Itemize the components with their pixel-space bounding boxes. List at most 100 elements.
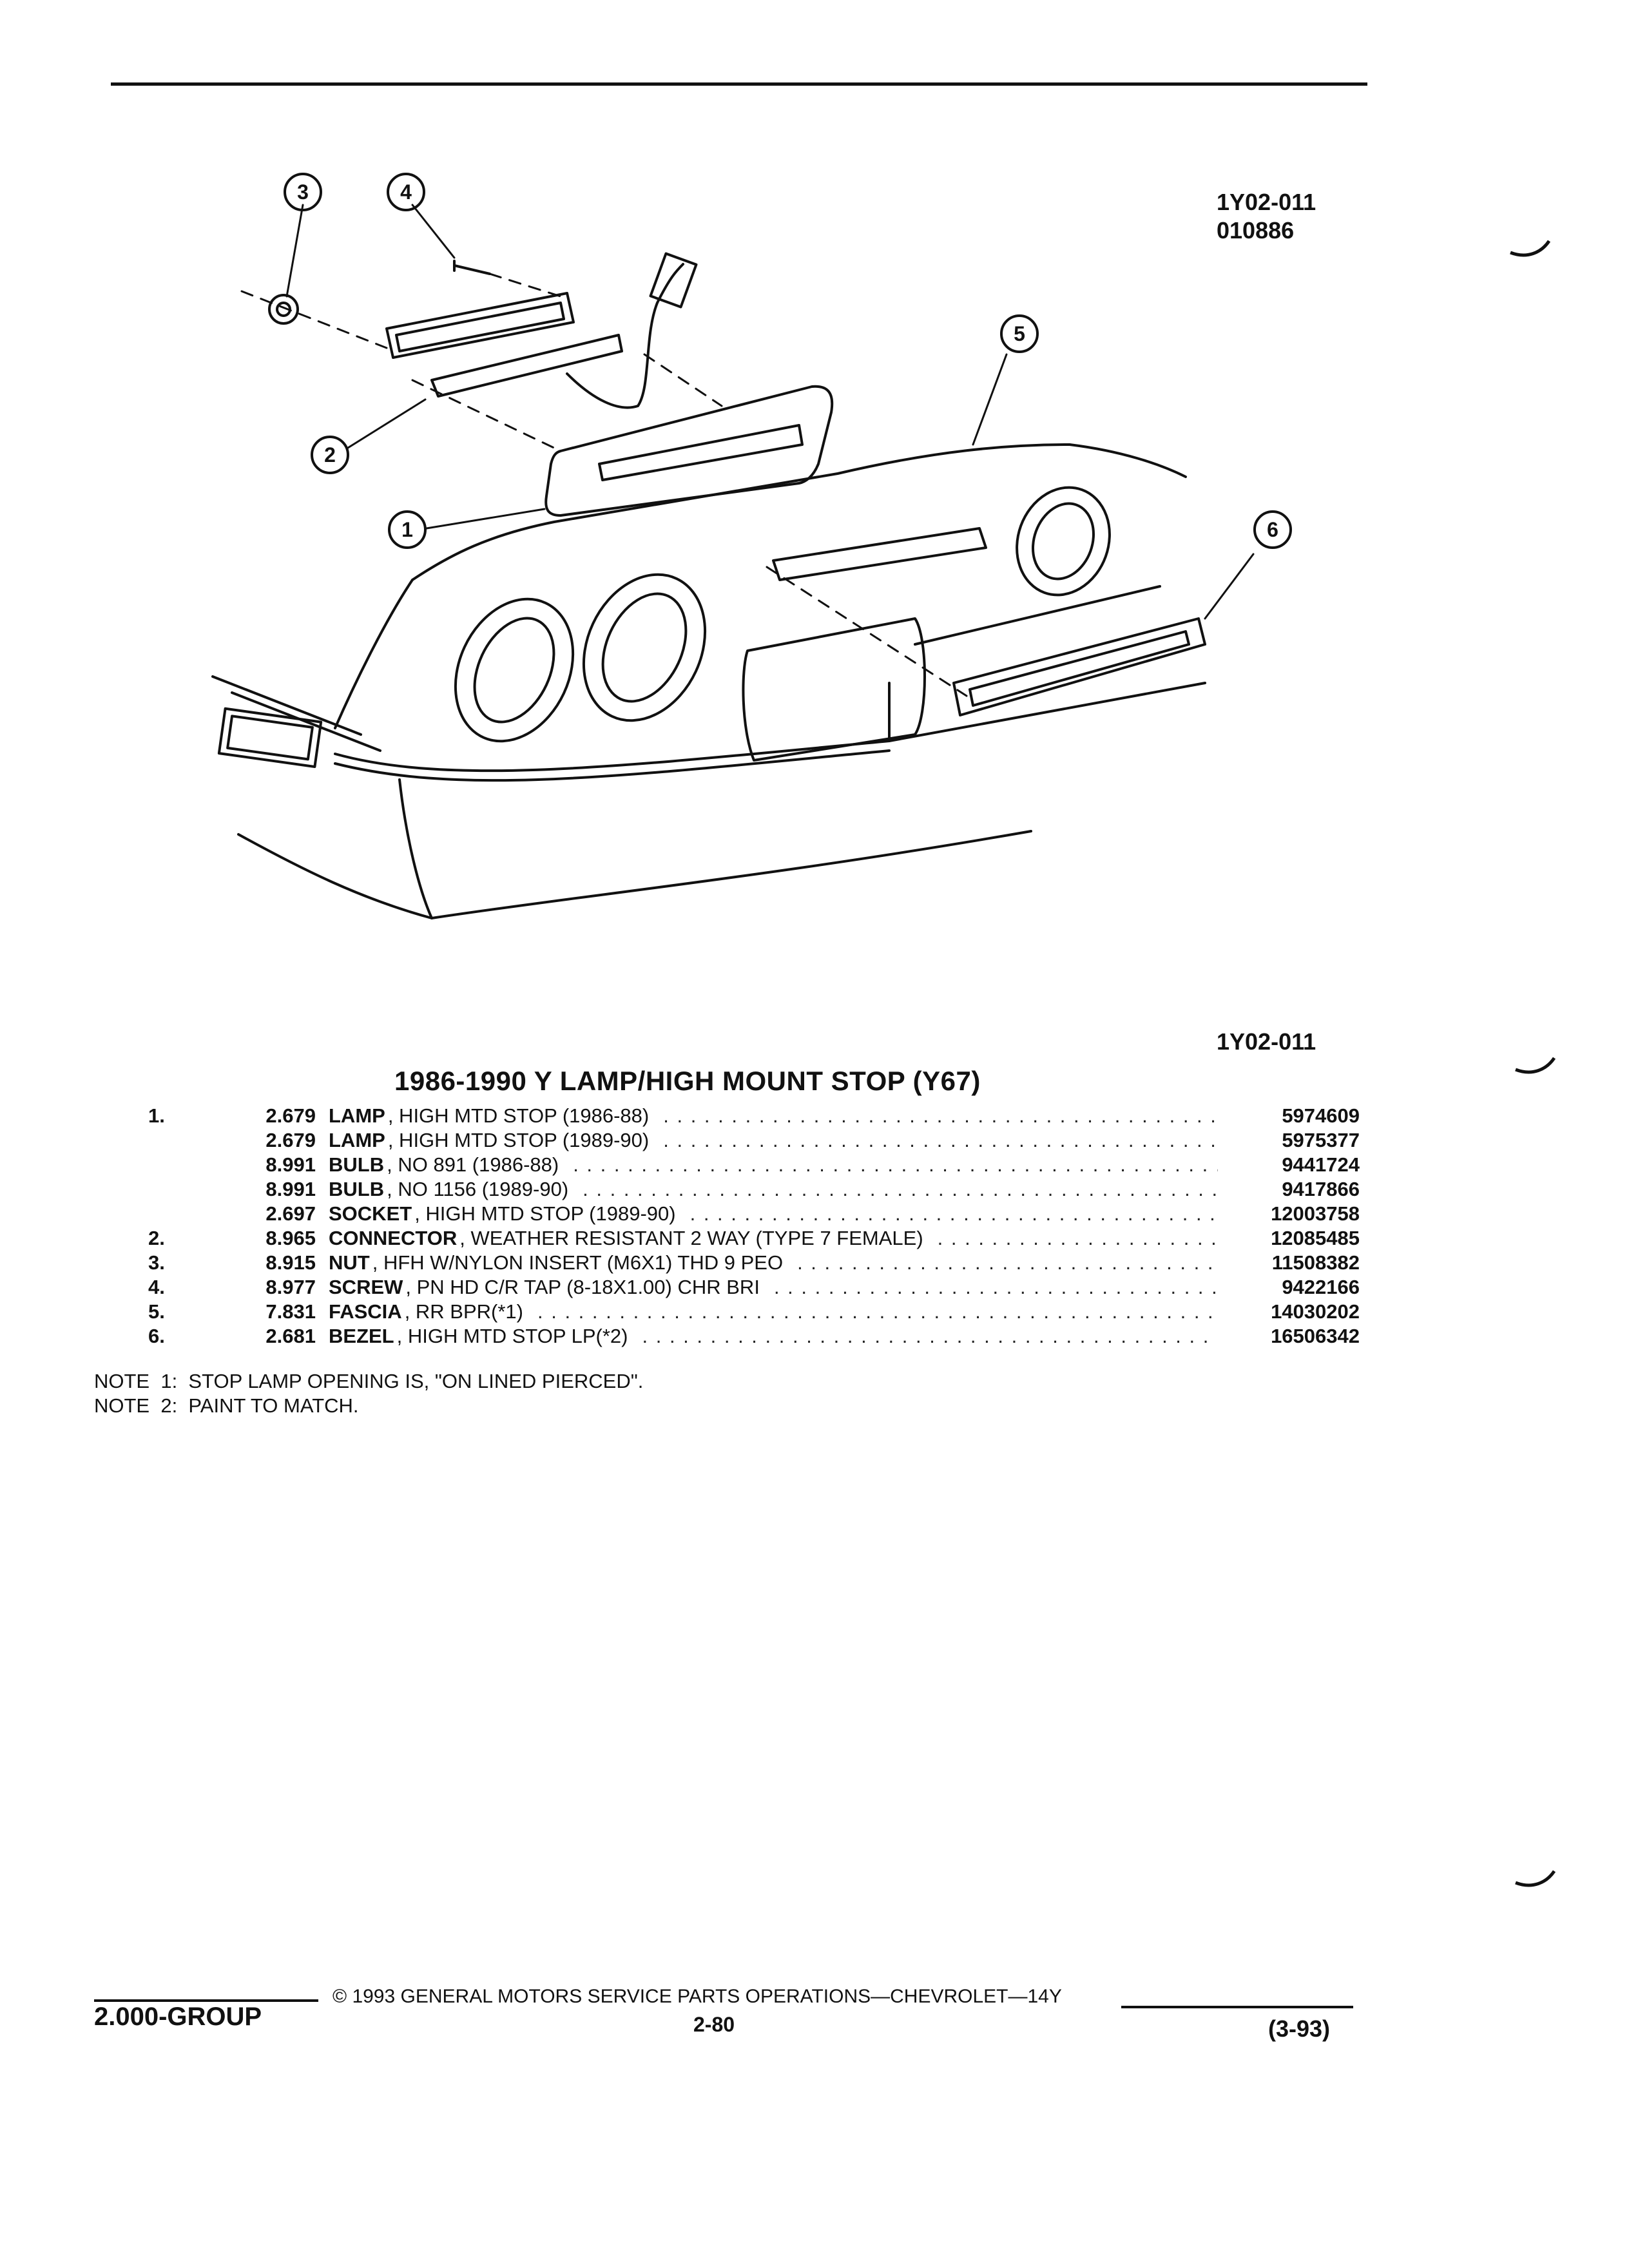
part-description: BEZEL, HIGH MTD STOP LP(*2). . . . . . .… <box>329 1325 1218 1348</box>
lamp-lens <box>545 385 834 517</box>
connector-2 <box>649 252 698 309</box>
item-number: 2. <box>148 1227 165 1249</box>
parts-row: 8.991 BULB, NO 1156 (1989-90) . . . . . .… <box>148 1178 1360 1201</box>
callout-3-label: 3 <box>297 180 309 204</box>
item-number: 1. <box>148 1104 165 1127</box>
part-number: 5975377 <box>1282 1129 1360 1151</box>
part-description: LAMP, HIGH MTD STOP (1986-88). . . . . .… <box>329 1104 1218 1128</box>
callout-5 <box>1000 314 1039 353</box>
leader-dots: . . . . . . . . . . . . . . . . . . . . … <box>573 1153 1218 1176</box>
parts-row: 1. 2.679 LAMP, HIGH MTD STOP (1986-88). … <box>148 1104 1360 1128</box>
parts-row: 2.679 LAMP, HIGH MTD STOP (1989-90). . .… <box>148 1129 1360 1152</box>
leader-dots: . . . . . . . . . . . . . . . . . . . . … <box>583 1178 1218 1200</box>
part-detail: , NO 1156 (1989-90) <box>387 1178 569 1200</box>
part-description: LAMP, HIGH MTD STOP (1989-90). . . . . .… <box>329 1129 1218 1152</box>
bumper-bottom <box>237 830 1032 919</box>
callout-2 <box>311 436 349 474</box>
level-number: 8.977 <box>265 1276 316 1298</box>
item-number: 4. <box>148 1276 165 1298</box>
part-name: LAMP <box>329 1129 385 1151</box>
callout-4-label: 4 <box>400 180 412 204</box>
part-number: 9422166 <box>1282 1276 1360 1298</box>
leader-dots: . . . . . . . . . . . . . . . . . . . . … <box>797 1251 1218 1274</box>
binder-mark-3 <box>1515 1870 1556 1887</box>
footer-date: (3-93) <box>1268 2015 1331 2042</box>
part-detail: , HIGH MTD STOP (1989-90) <box>414 1202 676 1225</box>
footer-rule-right <box>1121 2006 1353 2008</box>
part-number: 12085485 <box>1271 1227 1360 1249</box>
wire-harness <box>566 263 684 409</box>
leader-dots: . . . . . . . . . . . . . . . . . . . . … <box>773 1276 1218 1298</box>
fascia-outer-curve <box>334 579 414 729</box>
part-name: BULB <box>329 1153 385 1176</box>
part-name: LAMP <box>329 1104 385 1127</box>
footer-page-number: 2-80 <box>693 2013 735 2036</box>
footer-group: 2.000-GROUP <box>94 2003 262 2031</box>
part-name: BEZEL <box>329 1325 394 1347</box>
callout-6 <box>1253 510 1292 549</box>
callout-1 <box>388 510 427 549</box>
part-description: CONNECTOR, WEATHER RESISTANT 2 WAY (TYPE… <box>329 1227 1218 1250</box>
callout-3 <box>284 173 322 211</box>
parts-row: 5. 7.831 FASCIA, RR BPR(*1). . . . . . .… <box>148 1300 1360 1323</box>
binder-mark-1 <box>1510 240 1551 257</box>
parts-row: 2. 8.965 CONNECTOR, WEATHER RESISTANT 2 … <box>148 1227 1360 1250</box>
exploded-view-illustration: 3 4 2 1 5 6 <box>211 173 1292 919</box>
bumper-side <box>398 778 433 919</box>
part-description: SCREW, PN HD C/R TAP (8-18X1.00) CHR BRI… <box>329 1276 1218 1299</box>
side-panel-2 <box>231 691 381 752</box>
figure-id-top: 1Y02-011 <box>1217 189 1316 215</box>
footer-copyright: © 1993 GENERAL MOTORS SERVICE PARTS OPER… <box>333 1986 1062 2007</box>
part-name: SCREW <box>329 1276 403 1298</box>
level-number: 8.991 <box>265 1153 316 1176</box>
footer-rule-left <box>94 1999 318 2002</box>
part-number: 9441724 <box>1282 1153 1360 1176</box>
part-detail: , HFH W/NYLON INSERT (M6X1) THD 9 PEO <box>372 1251 784 1274</box>
item-number: 5. <box>148 1300 165 1323</box>
tail-lamp-1 <box>454 597 575 743</box>
side-marker <box>217 707 323 768</box>
part-number: 5974609 <box>1282 1104 1360 1127</box>
parts-row: 6. 2.681 BEZEL, HIGH MTD STOP LP(*2). . … <box>148 1325 1360 1348</box>
part-detail: , RR BPR(*1) <box>404 1300 523 1323</box>
leader-dots: . . . . . . . . . . . . . . . . . . . . … <box>537 1300 1218 1323</box>
callout-6-label: 6 <box>1267 518 1278 541</box>
callout-5-label: 5 <box>1014 322 1025 345</box>
figure-id-bottom: 1Y02-011 <box>1217 1028 1316 1055</box>
part-name: CONNECTOR <box>329 1227 458 1249</box>
level-number: 2.697 <box>265 1202 316 1225</box>
part-description: FASCIA, RR BPR(*1). . . . . . . . . . . … <box>329 1300 1218 1323</box>
tail-lamp-3 <box>1016 486 1111 597</box>
level-number: 2.679 <box>265 1129 316 1151</box>
level-number: 7.831 <box>265 1300 316 1323</box>
section-title: 1986-1990 Y LAMP/HIGH MOUNT STOP (Y67) <box>394 1066 981 1096</box>
figure-code: 010886 <box>1217 217 1295 244</box>
note-1: NOTE 1: STOP LAMP OPENING IS, "ON LINED … <box>94 1370 644 1392</box>
parts-row: 2.697 SOCKET, HIGH MTD STOP (1989-90) . .… <box>148 1202 1360 1225</box>
part-name: NUT <box>329 1251 370 1274</box>
part-description: NUT, HFH W/NYLON INSERT (M6X1) THD 9 PEO… <box>329 1251 1218 1274</box>
top-rule <box>111 82 1367 86</box>
center-slot <box>772 527 987 581</box>
level-number: 2.681 <box>265 1325 316 1347</box>
part-detail: , HIGH MTD STOP (1989-90) <box>387 1129 650 1151</box>
note-2: NOTE 2: PAINT TO MATCH. <box>94 1394 359 1417</box>
level-number: 8.965 <box>265 1227 316 1249</box>
fascia-lower-edge <box>334 682 1206 773</box>
part-name: BULB <box>329 1178 385 1200</box>
part-detail: , WEATHER RESISTANT 2 WAY (TYPE 7 FEMALE… <box>459 1227 923 1249</box>
leader-dots: . . . . . . . . . . . . . . . . . . . . … <box>689 1202 1218 1225</box>
level-number: 8.991 <box>265 1178 316 1200</box>
part-number: 16506342 <box>1271 1325 1360 1347</box>
part-detail: , NO 891 (1986-88) <box>387 1153 559 1176</box>
leader-dots: . . . . . . . . . . . . . . . . . . . . … <box>663 1104 1218 1127</box>
lamp-housing <box>385 292 575 359</box>
nut-3 <box>268 294 299 325</box>
binder-mark-2 <box>1515 1057 1556 1074</box>
screw-4 <box>453 260 491 275</box>
part-name: SOCKET <box>329 1202 412 1225</box>
level-number: 8.915 <box>265 1251 316 1274</box>
callout-1-label: 1 <box>401 518 413 541</box>
item-number: 3. <box>148 1251 165 1274</box>
part-number: 9417866 <box>1282 1178 1360 1200</box>
